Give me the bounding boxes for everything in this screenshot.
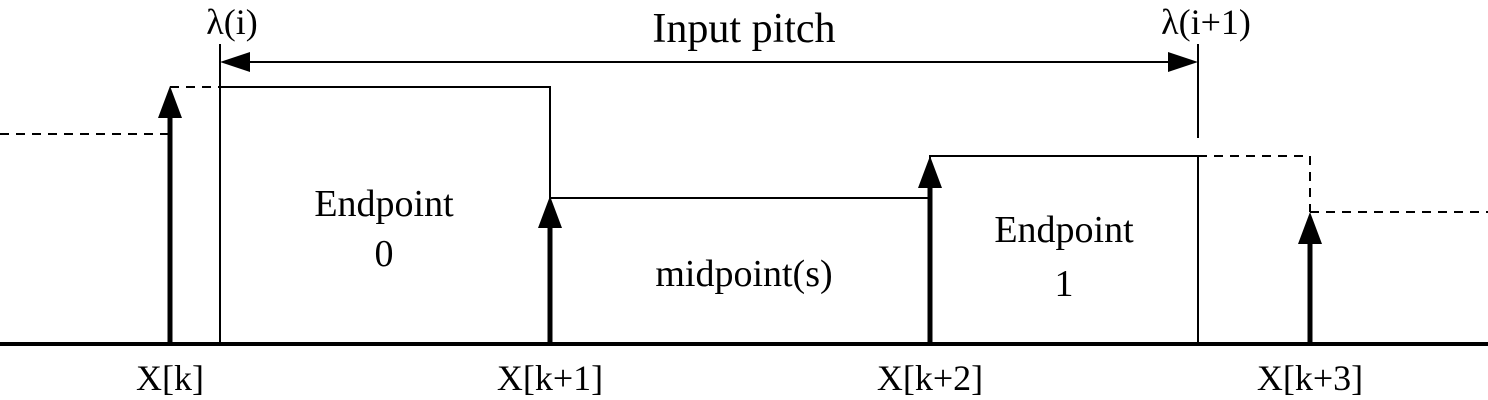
sample-label-x-k: X[k]: [136, 358, 204, 398]
sample-arrow-x-k2: [918, 156, 942, 344]
sample-arrow-x-k1: [538, 196, 562, 344]
input-pitch-arrowhead-left: [220, 52, 250, 72]
midpoints-label: midpoint(s): [655, 253, 832, 295]
endpoint-1-label-line1: Endpoint: [994, 209, 1134, 251]
sample-label-x-k2: X[k+2]: [877, 358, 983, 398]
sample-arrow-x-k: [158, 86, 182, 344]
input-pitch-arrowhead-right: [1168, 52, 1198, 72]
endpoint-0-label-line2: 0: [375, 233, 394, 275]
sample-arrow-x-k3: [1298, 212, 1322, 344]
lambda-i-label: λ(i): [206, 2, 257, 42]
sample-label-x-k1: X[k+1]: [497, 358, 603, 398]
lambda-i1-label: λ(i+1): [1161, 2, 1251, 42]
sample-label-x-k3: X[k+3]: [1257, 358, 1363, 398]
endpoint-1-label-line2: 1: [1055, 263, 1074, 305]
step-function: [219, 86, 1199, 344]
input-pitch-label: Input pitch: [652, 6, 835, 52]
endpoint-0-label-line1: Endpoint: [314, 183, 454, 225]
